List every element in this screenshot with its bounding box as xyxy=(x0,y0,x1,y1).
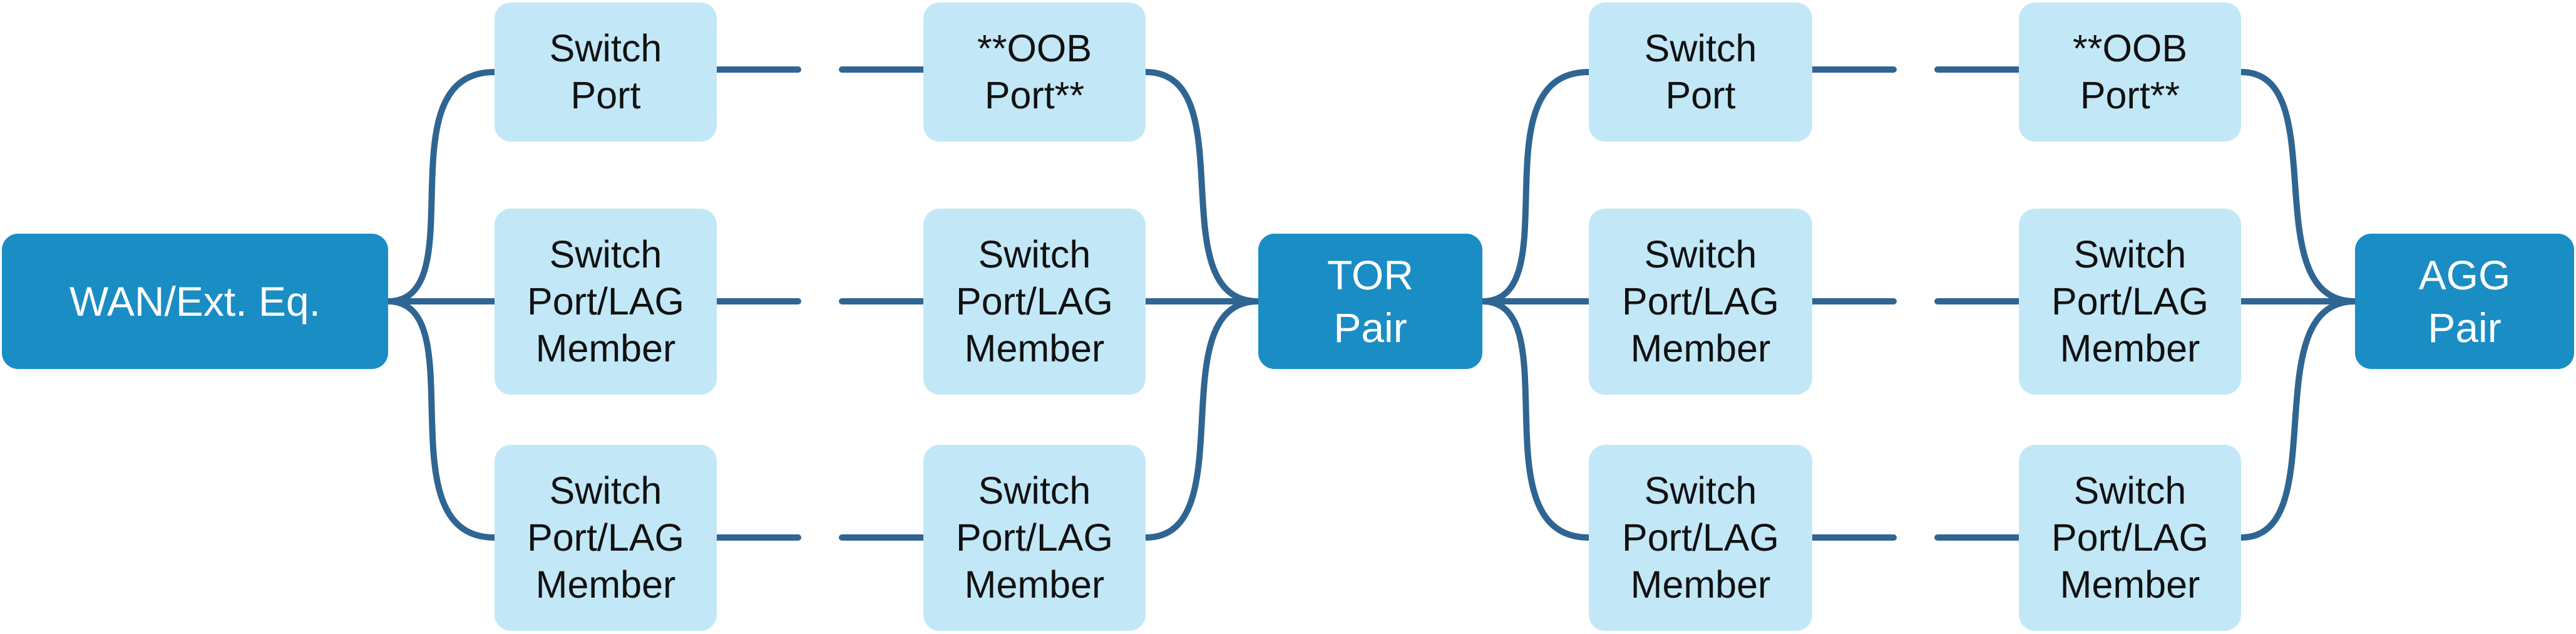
oob-port-node: **OOB Port** xyxy=(2019,3,2241,142)
port-label: Switch Port xyxy=(549,27,662,117)
switch-port-lag-member-node: Switch Port/LAG Member xyxy=(495,209,717,395)
connector-tor-to-port-b1 xyxy=(1479,69,1592,304)
connector-wan-to-port-a1 xyxy=(385,69,498,304)
connector-wan-to-port-a3 xyxy=(385,298,498,541)
connector-port-a4-to-tor xyxy=(1142,69,1261,304)
port-label: Switch Port/LAG Member xyxy=(527,469,684,606)
switch-port-node: Switch Port xyxy=(1589,3,1812,142)
wan-node-label: WAN/Ext. Eq. xyxy=(69,278,321,325)
switch-port-lag-member-node: Switch Port/LAG Member xyxy=(923,209,1146,395)
switch-port-node: Switch Port xyxy=(495,3,717,142)
switch-port-lag-member-node: Switch Port/LAG Member xyxy=(495,445,717,631)
oob-port-node: **OOB Port** xyxy=(923,3,1146,142)
port-label: Switch Port/LAG Member xyxy=(527,233,684,370)
connector-port-b6-to-agg xyxy=(2238,298,2358,541)
port-label: Switch Port/LAG Member xyxy=(2051,233,2209,370)
switch-port-lag-member-node: Switch Port/LAG Member xyxy=(923,445,1146,631)
agg-node-label: AGG Pair xyxy=(2418,252,2511,351)
tor-pair-node: TOR Pair xyxy=(1258,234,1482,369)
connector-port-a6-to-tor xyxy=(1142,298,1261,541)
agg-pair-node: AGG Pair xyxy=(2355,234,2574,369)
switch-port-lag-member-node: Switch Port/LAG Member xyxy=(2019,209,2241,395)
port-label: Switch Port/LAG Member xyxy=(1622,233,1779,370)
port-label: Switch Port/LAG Member xyxy=(2051,469,2209,606)
switch-port-lag-member-node: Switch Port/LAG Member xyxy=(1589,445,1812,631)
port-label: **OOB Port** xyxy=(977,27,1092,117)
port-label: Switch Port xyxy=(1644,27,1757,117)
tor-node-label: TOR Pair xyxy=(1326,252,1414,351)
wan-external-equipment-node: WAN/Ext. Eq. xyxy=(2,234,388,369)
port-label: Switch Port/LAG Member xyxy=(1622,469,1779,606)
port-label: Switch Port/LAG Member xyxy=(956,233,1113,370)
switch-port-lag-member-node: Switch Port/LAG Member xyxy=(2019,445,2241,631)
connector-port-b4-to-agg xyxy=(2238,69,2358,304)
connector-tor-to-port-b3 xyxy=(1479,298,1592,541)
port-label: Switch Port/LAG Member xyxy=(956,469,1113,606)
port-label: **OOB Port** xyxy=(2072,27,2188,117)
switch-port-lag-member-node: Switch Port/LAG Member xyxy=(1589,209,1812,395)
